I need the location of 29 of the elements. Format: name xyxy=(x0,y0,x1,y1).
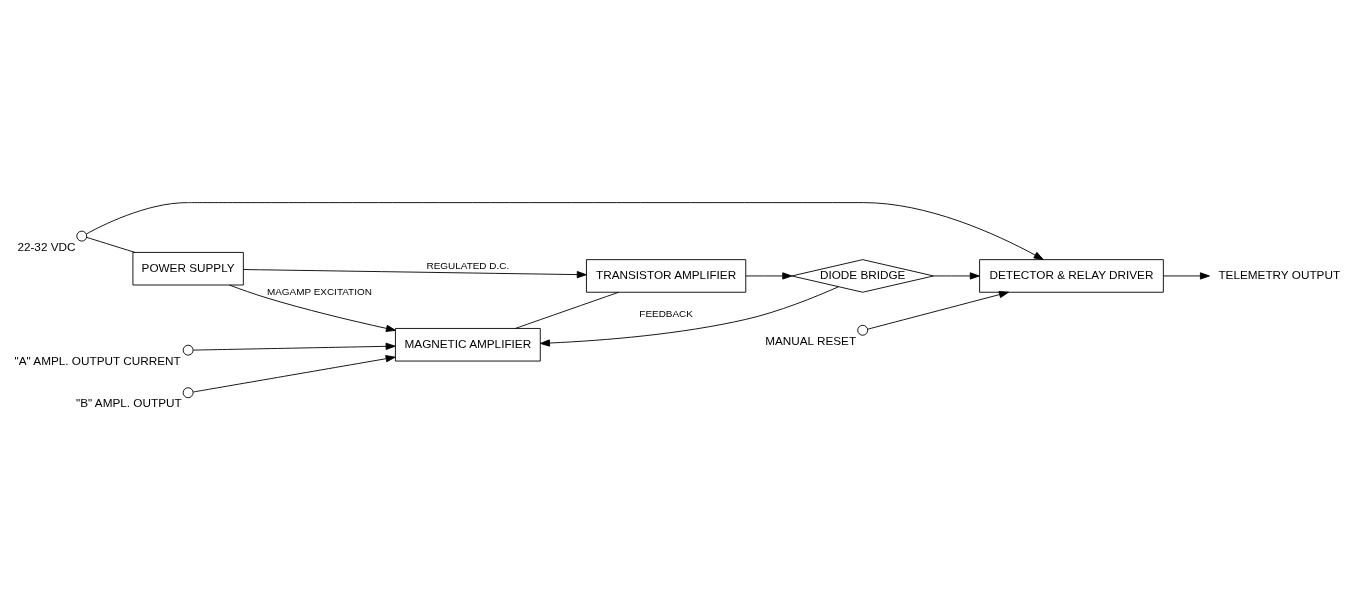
node-box: TRANSISTOR AMPLIFIER xyxy=(586,259,747,293)
arrow xyxy=(1163,272,1210,280)
node-box: DETECTOR & RELAY DRIVER xyxy=(979,259,1164,293)
node-diamond: DIODE BRIDGE xyxy=(791,259,934,293)
arrow xyxy=(228,284,396,332)
arrow xyxy=(242,269,587,279)
connector xyxy=(86,236,136,253)
arrow xyxy=(745,272,793,280)
arrow xyxy=(192,342,396,351)
node-box: MAGNETIC AMPLIFIER xyxy=(395,328,541,362)
arrow xyxy=(86,202,1044,260)
node-label: "B" AMPL. OUTPUT xyxy=(76,396,182,410)
node-circle xyxy=(182,344,194,356)
edge-label: MAGAMP EXCITATION xyxy=(266,285,372,297)
edge-label: FEEDBACK xyxy=(639,307,693,319)
connector xyxy=(514,291,620,329)
node-circle xyxy=(76,230,88,242)
node-label: "A" AMPL. OUTPUT CURRENT xyxy=(14,353,181,367)
arrow xyxy=(540,286,839,347)
node-label: MANUAL RESET xyxy=(765,333,857,347)
node-box: POWER SUPPLY xyxy=(132,251,244,286)
edge-label: REGULATED D.C. xyxy=(426,260,510,272)
node-circle xyxy=(857,324,869,336)
node-label: 22-32 VDC xyxy=(17,239,76,253)
node-text: TELEMETRY OUTPUT xyxy=(1218,268,1341,282)
arrow xyxy=(192,355,396,393)
node-circle xyxy=(182,387,194,399)
arrow xyxy=(933,272,980,280)
arrow xyxy=(867,291,1009,330)
